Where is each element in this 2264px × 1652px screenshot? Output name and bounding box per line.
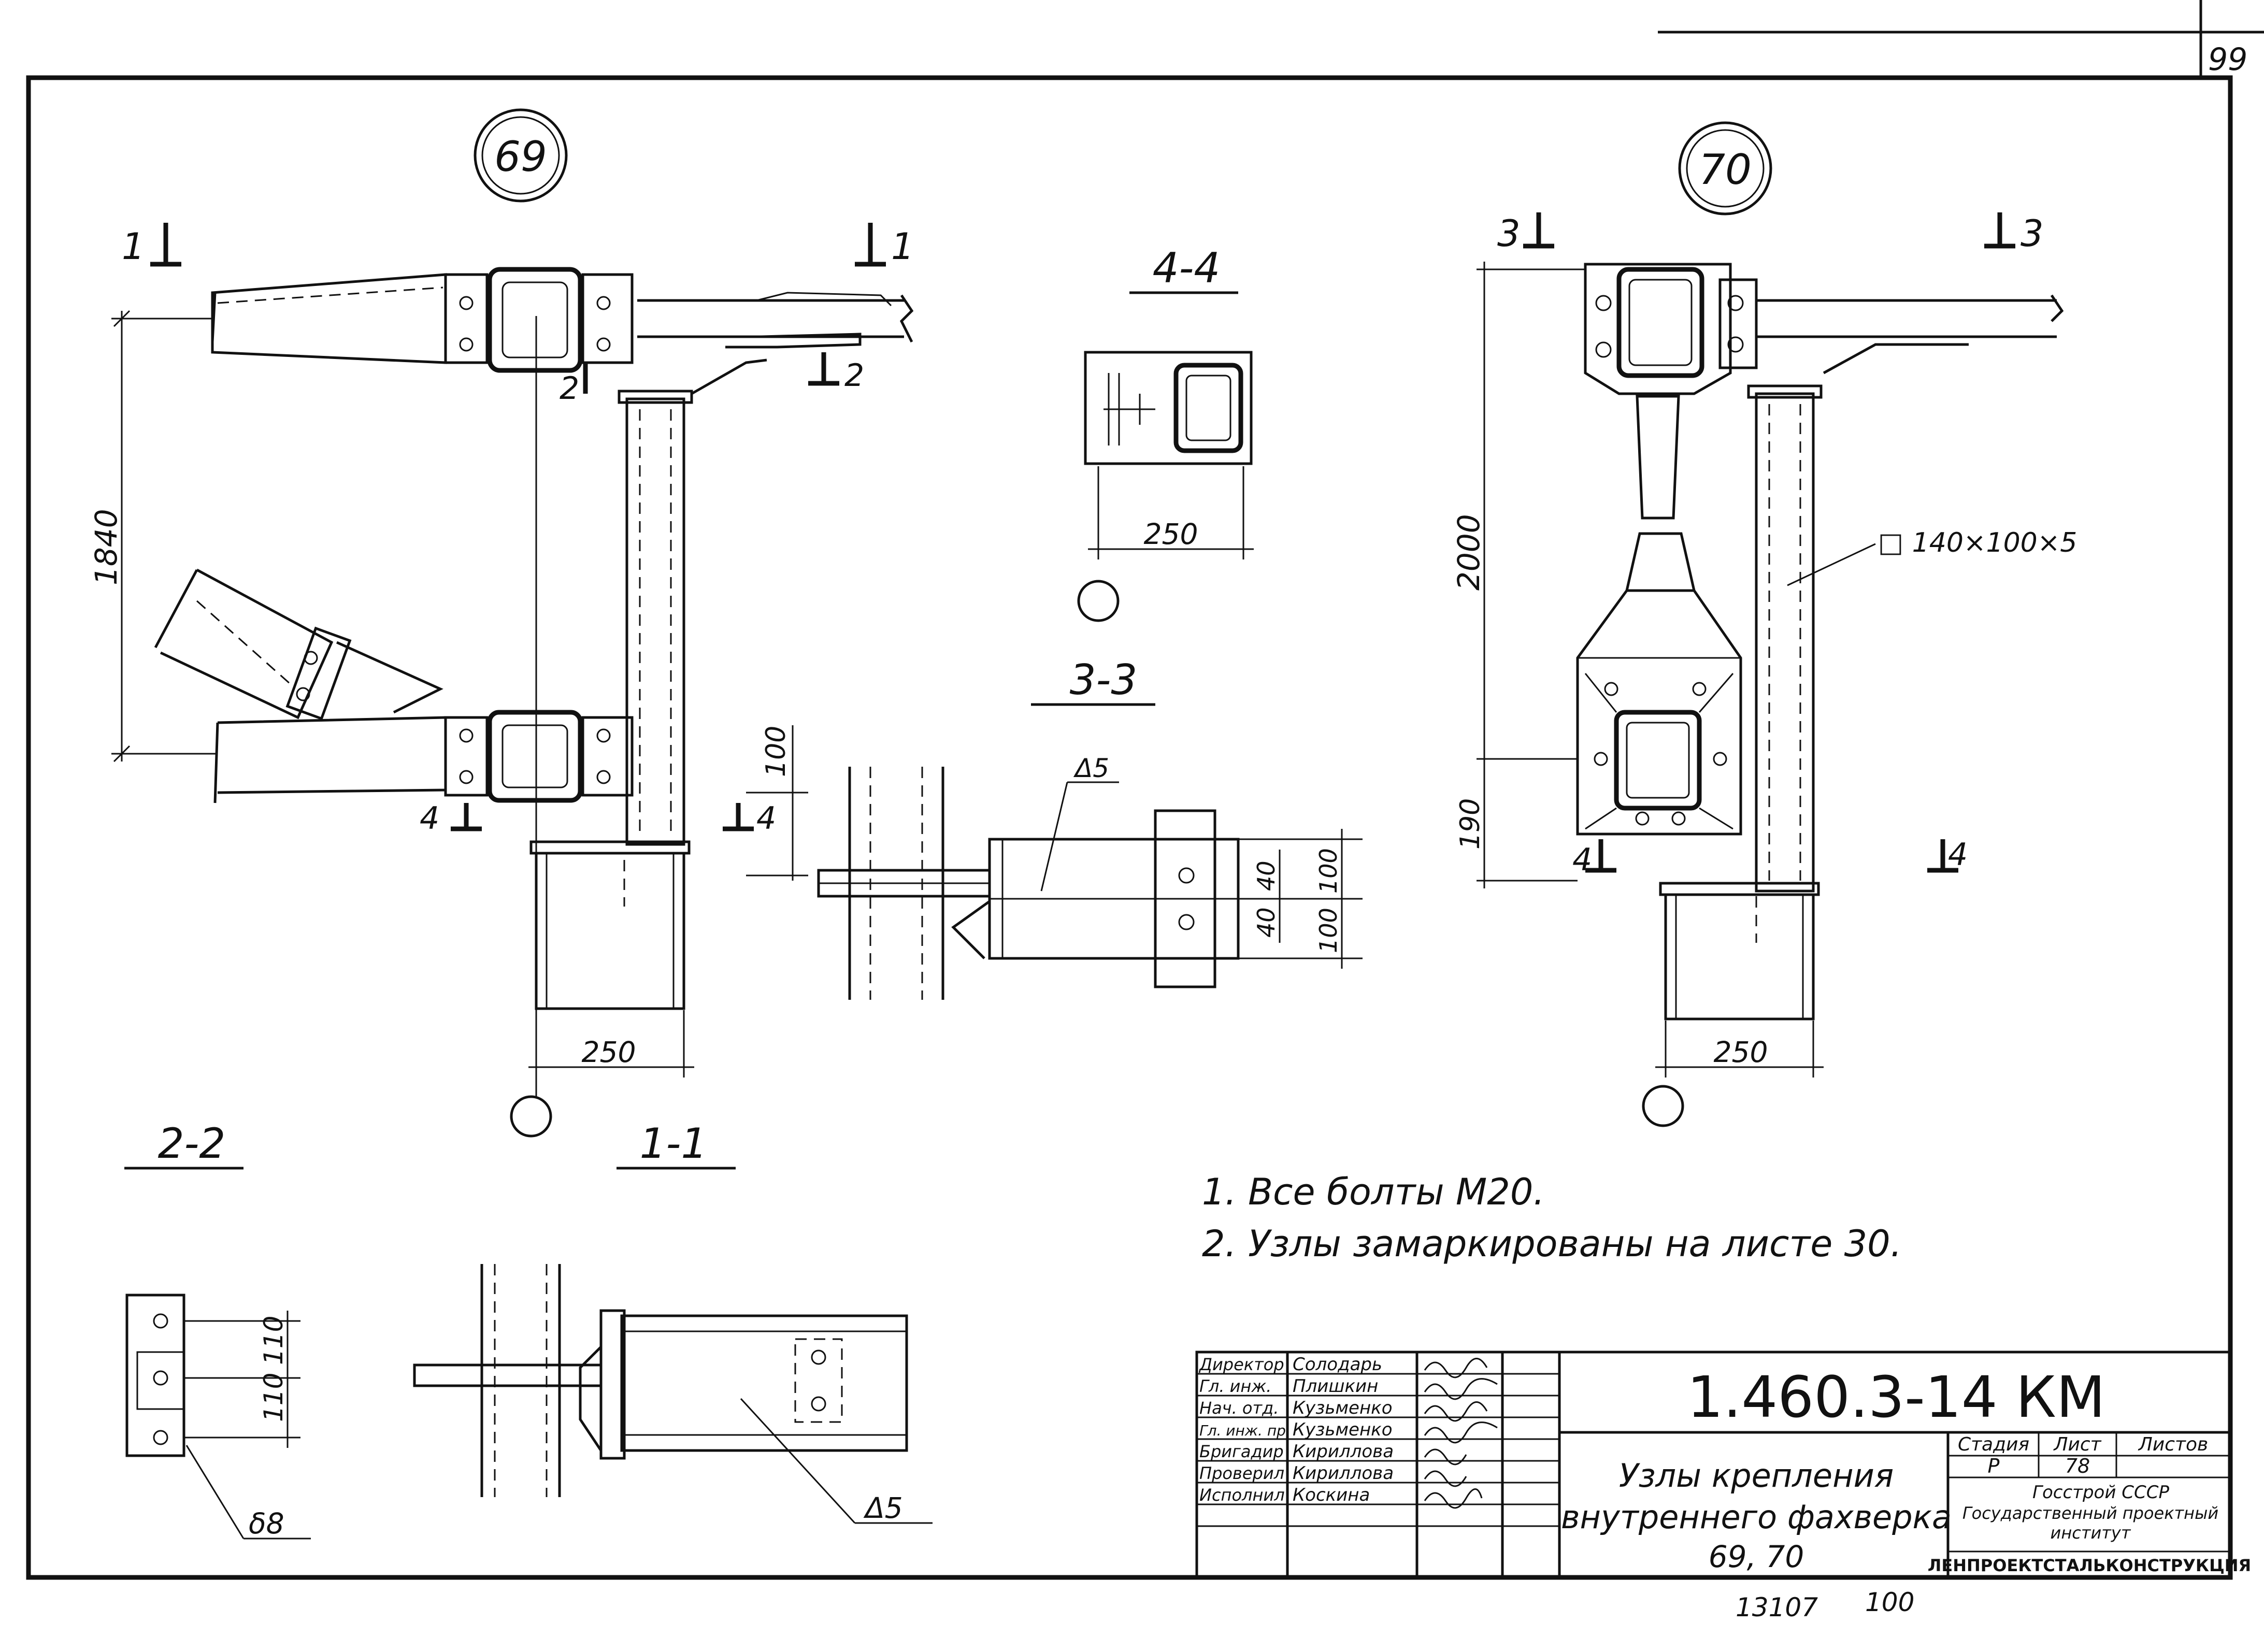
drawing-title-line-2: внутреннего фахверка	[1561, 1498, 1952, 1536]
dimension-100-a: 100	[1314, 848, 1342, 894]
dimension-2000: 2000	[1451, 514, 1486, 591]
sheet-header: Лист	[2053, 1434, 2101, 1455]
section-3-left-label: 3	[1497, 212, 1521, 255]
node-69-label: 69	[494, 133, 547, 181]
section-2-2-title: 2-2	[158, 1119, 226, 1168]
node-70-label: 70	[1699, 146, 1752, 194]
drawing-title-line-1: Узлы крепления	[1619, 1457, 1894, 1495]
staff-name-4: Кузьменко	[1293, 1419, 1393, 1440]
staff-name-1: Солодарь	[1293, 1354, 1382, 1375]
note-1: 1. Все болты М20.	[1202, 1171, 1545, 1213]
staff-name-5: Кириллова	[1293, 1441, 1394, 1462]
staff-role-6: Проверил	[1199, 1463, 1284, 1483]
section-4-right-label-70: 4	[1948, 837, 1968, 873]
section-1-right-label: 1	[891, 225, 914, 268]
dimension-250-44: 250	[1144, 518, 1198, 551]
callout-profile-70: □ 140×100×5	[1878, 527, 2077, 558]
dimension-190: 190	[1455, 798, 1486, 850]
staff-name-6: Кириллова	[1293, 1463, 1394, 1484]
callout-plate-22: δ8	[249, 1507, 284, 1540]
dimension-110-a: 110	[259, 1316, 289, 1365]
staff-role-4: Гл. инж. пр.	[1199, 1422, 1291, 1439]
section-4-4-drawing: 4-4 250	[1077, 244, 1254, 622]
archive-number: 13107	[1736, 1592, 1818, 1622]
section-2-2-drawing: 2-2 110 110 δ8	[124, 1119, 311, 1540]
section-4-left-label-69: 4	[420, 800, 439, 837]
callout-plate-11: Δ5	[863, 1491, 903, 1525]
signatures	[1424, 1358, 1498, 1509]
document-code: 1.460.3-14 КМ	[1687, 1364, 2105, 1430]
stage-value: Р	[1988, 1455, 2000, 1477]
section-1-left-label: 1	[122, 225, 145, 268]
node-69-drawing: 69 1 1 2 2	[89, 108, 914, 1138]
section-1-1-title: 1-1	[640, 1119, 708, 1168]
section-4-right-label-69: 4	[756, 800, 776, 837]
dimension-100-69: 100	[761, 726, 792, 777]
section-3-3-drawing: 3-3 40 40 100 100 Δ5	[817, 656, 1363, 1000]
title-block: Директор Солодарь Гл. инж. Плишкин Нач. …	[1195, 1351, 2251, 1579]
stage-header: Стадия	[1958, 1434, 2029, 1455]
org-name: ЛЕНПРОЕКТСТАЛЬКОНСТРУКЦИЯ	[1928, 1556, 2251, 1575]
dimension-40-b: 40	[1252, 907, 1280, 938]
notes: 1. Все болты М20. 2. Узлы замаркированы …	[1202, 1171, 1902, 1265]
staff-role-2: Гл. инж.	[1199, 1376, 1271, 1396]
dimension-40-a: 40	[1252, 860, 1280, 891]
node-70-drawing: 70 3 3 □ 140×100×5	[1451, 121, 2077, 1127]
staff-role-1: Директор	[1198, 1355, 1284, 1374]
org-line-2: Государственный проектный	[1962, 1503, 2218, 1523]
sheet-value: 78	[2065, 1455, 2090, 1477]
staff-role-3: Нач. отд.	[1199, 1398, 1279, 1418]
staff-name-2: Плишкин	[1293, 1376, 1378, 1397]
staff-role-5: Бригадир	[1199, 1442, 1284, 1461]
staff-name-3: Кузьменко	[1293, 1398, 1393, 1418]
section-3-right-label: 3	[2021, 212, 2044, 255]
sheet-frame	[26, 0, 2264, 1580]
dimension-110-b: 110	[259, 1373, 289, 1422]
archive-count: 100	[1865, 1587, 1914, 1617]
section-4-4-title: 4-4	[1153, 244, 1221, 292]
dimension-250-70: 250	[1714, 1036, 1768, 1069]
note-2: 2. Узлы замаркированы на листе 30.	[1202, 1223, 1902, 1265]
section-2-right-label: 2	[844, 357, 864, 394]
dimension-1840: 1840	[89, 509, 124, 585]
org-line-3: институт	[2051, 1523, 2131, 1543]
dimension-250-69: 250	[582, 1036, 636, 1069]
callout-plate-33: Δ5	[1073, 753, 1109, 783]
section-1-1-drawing: 1-1 Δ5	[413, 1119, 933, 1525]
sheets-header: Листов	[2138, 1434, 2208, 1455]
dimension-100-b: 100	[1314, 908, 1342, 953]
org-line-1: Госстрой СССР	[2032, 1482, 2169, 1503]
section-2-left-label: 2	[560, 370, 579, 407]
page-number: 99	[2208, 41, 2247, 78]
section-3-3-title: 3-3	[1070, 656, 1138, 704]
staff-name-7: Коскина	[1293, 1485, 1370, 1505]
drawing-title-line-3: 69, 70	[1709, 1539, 1804, 1574]
staff-role-7: Исполнил	[1199, 1485, 1285, 1505]
